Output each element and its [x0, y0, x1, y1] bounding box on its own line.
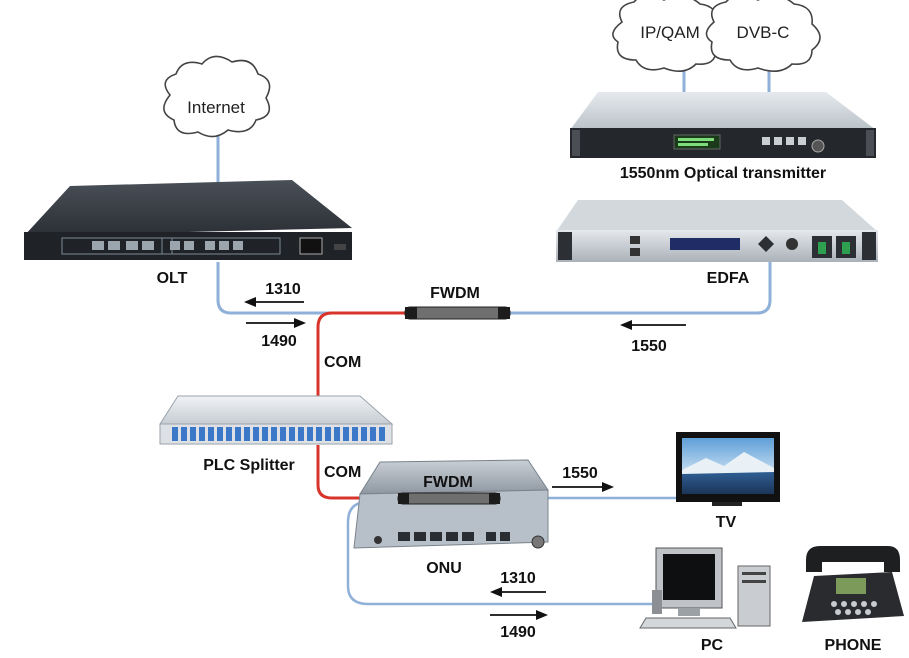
fwdm-onu-label: FWDM: [423, 474, 473, 491]
onu-label: ONU: [426, 560, 462, 577]
wavelength-1310-top-label: 1310: [265, 281, 301, 298]
fiber-fwdm-to-edfa: [510, 262, 772, 315]
splitter-port: [289, 427, 295, 441]
pc-device: PC: [639, 547, 771, 654]
splitter-port: [262, 427, 268, 441]
wavelength-1310-bottom-label: 1310: [500, 570, 536, 587]
ipqam-label: IP/QAM: [640, 23, 700, 42]
olt-device: OLT: [24, 180, 352, 287]
arrow-right-icon: [294, 318, 306, 328]
splitter-port: [361, 427, 367, 441]
splitter-port: [379, 427, 385, 441]
splitter-port: [199, 427, 205, 441]
splitter-port: [226, 427, 232, 441]
onu-device: ONU: [353, 459, 549, 577]
edfa-label: EDFA: [707, 270, 750, 287]
splitter-port: [325, 427, 331, 441]
internet-cloud: Internet: [163, 55, 271, 138]
splitter-port: [307, 427, 313, 441]
internet-label: Internet: [187, 98, 245, 117]
fwdm-onu: FWDM: [397, 474, 501, 505]
splitter-port: [271, 427, 277, 441]
olt-label: OLT: [157, 270, 188, 287]
splitter-port: [172, 427, 178, 441]
wavelength-1550-top: 1550: [620, 320, 686, 355]
fwdm-top-label: FWDM: [430, 285, 480, 302]
splitter-port: [343, 427, 349, 441]
wavelength-1490-top-label: 1490: [261, 333, 297, 350]
splitter-port: [352, 427, 358, 441]
fiber-olt-to-fwdm: [216, 262, 405, 315]
pc-label: PC: [701, 637, 724, 654]
dvbc-label: DVB-C: [737, 23, 790, 42]
splitter-port: [253, 427, 259, 441]
fwdm-top: FWDM: [404, 285, 511, 320]
wavelength-1310-bottom: 1310: [490, 570, 546, 597]
plc-splitter-device: PLC Splitter: [159, 395, 394, 474]
plc-splitter-label: PLC Splitter: [203, 457, 295, 474]
phone-label: PHONE: [825, 637, 882, 654]
splitter-port: [316, 427, 322, 441]
splitter-port: [370, 427, 376, 441]
phone-device: PHONE: [802, 546, 904, 654]
fiber-com-bottom: [316, 445, 398, 500]
arrow-left-icon: [244, 297, 256, 307]
wavelength-1550-tv-label: 1550: [562, 465, 598, 482]
wavelength-1490-top: 1490: [246, 318, 306, 350]
fiber-lines: [216, 68, 772, 606]
wavelength-1550-tv: 1550: [552, 465, 614, 492]
dvbc-cloud: DVB-C: [705, 0, 821, 72]
wavelength-1490-bottom-label: 1490: [500, 624, 536, 641]
wavelength-1550-top-label: 1550: [631, 338, 667, 355]
arrow-right-icon: [536, 610, 548, 620]
tv-label: TV: [716, 514, 737, 531]
splitter-port: [244, 427, 250, 441]
wavelength-1310-top: 1310: [244, 281, 304, 307]
splitter-port: [298, 427, 304, 441]
splitter-port: [190, 427, 196, 441]
splitter-port: [208, 427, 214, 441]
edfa-device: EDFA: [556, 200, 878, 287]
splitter-port: [217, 427, 223, 441]
com-top-label: COM: [324, 354, 361, 371]
arrow-right-icon: [602, 482, 614, 492]
wavelength-1490-bottom: 1490: [490, 610, 548, 641]
tv-device: TV: [676, 432, 780, 531]
splitter-port: [181, 427, 187, 441]
optical-transmitter-label: 1550nm Optical transmitter: [620, 165, 826, 182]
optical-transmitter-device: 1550nm Optical transmitter: [570, 92, 876, 182]
arrow-left-icon: [490, 587, 502, 597]
com-bottom-label: COM: [324, 464, 361, 481]
arrow-left-icon: [620, 320, 632, 330]
splitter-port: [334, 427, 340, 441]
ipqam-cloud: IP/QAM: [612, 0, 726, 72]
splitter-port: [235, 427, 241, 441]
fiber-com-top: [316, 311, 405, 398]
splitter-port: [280, 427, 286, 441]
